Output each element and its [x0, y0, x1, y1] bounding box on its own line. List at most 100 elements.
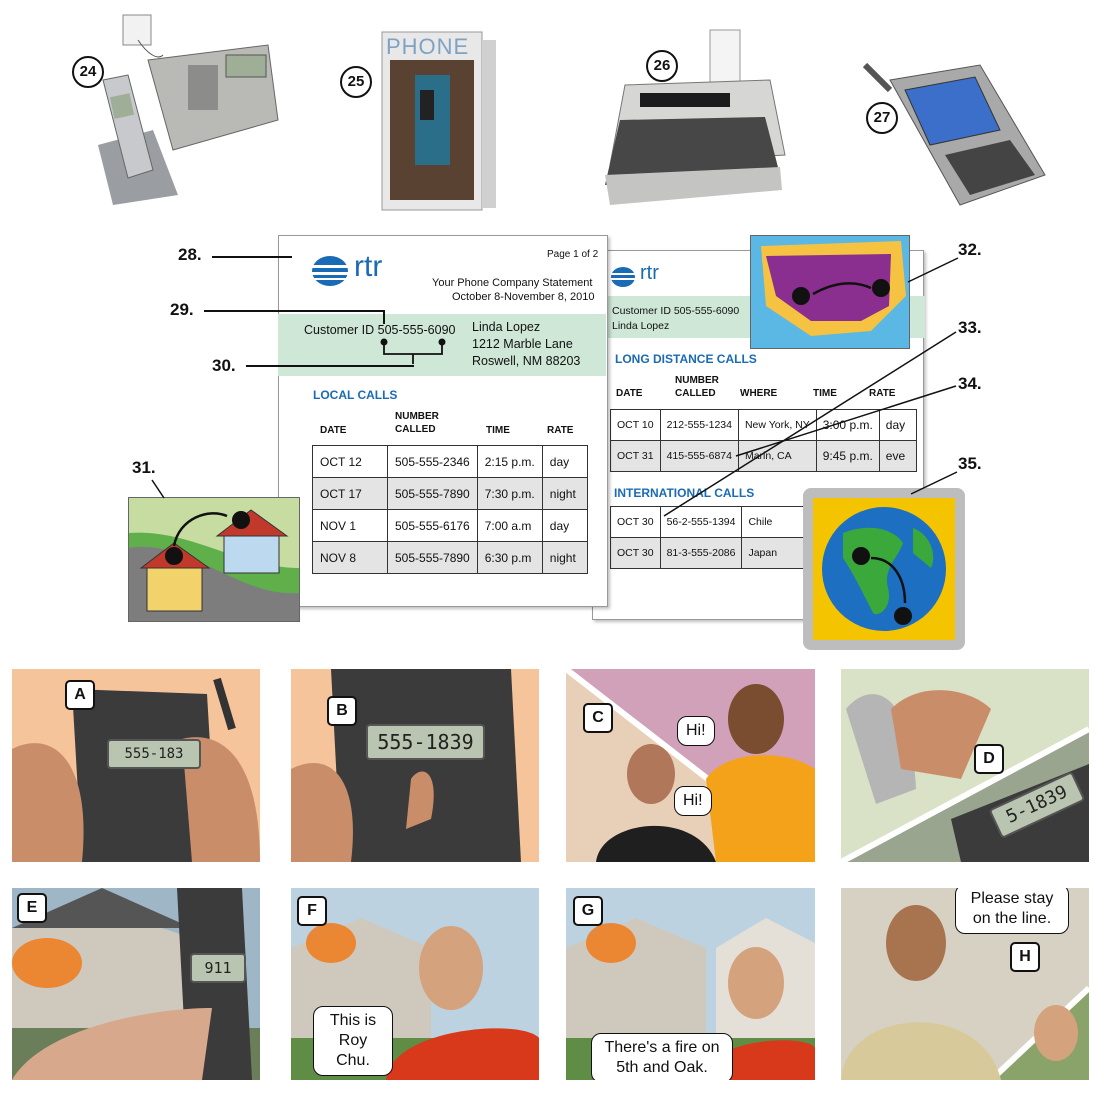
panel-g-report-fire: There's a fire on 5th and Oak.	[566, 888, 815, 1080]
panel-e-dial-911: 911	[12, 888, 260, 1080]
cell-where: Marin, CA	[737, 440, 817, 472]
phone-screen: 911	[190, 953, 246, 983]
leader-line-32	[907, 257, 959, 283]
table-row: OCT 30 56-2-555-1394 Chile	[610, 506, 816, 538]
long-distance-table: OCT 10 212-555-1234 New York, NY 3:00 p.…	[610, 409, 917, 472]
rtr-logo: rtr	[310, 250, 382, 292]
cell-rate: day	[878, 409, 917, 441]
cell-date: OCT 12	[312, 445, 388, 478]
cell-date: OCT 30	[610, 506, 661, 538]
cell-date: OCT 31	[610, 440, 661, 472]
cell-number: 56-2-555-1394	[659, 506, 743, 538]
customer-id: 505-555-6090	[377, 323, 456, 337]
speech-bubble-left: Hi!	[674, 786, 712, 816]
leader-line-34	[735, 385, 957, 457]
ld-header-number-2: CALLED	[675, 388, 716, 399]
page-indicator: Page 1 of 2	[547, 249, 599, 260]
leader-line-28	[212, 256, 292, 258]
label-35: 35.	[958, 454, 982, 473]
local-header-number: NUMBER CALLED	[395, 410, 439, 436]
customer-city: Roswell, NM 88203	[472, 354, 581, 368]
cell-number: 505-555-7890	[387, 477, 478, 510]
local-header-time: TIME	[486, 425, 510, 436]
panel-h-stay-on-line: Please stay on the line.	[841, 888, 1089, 1080]
ld-header-where: WHERE	[740, 388, 778, 399]
cell-where: New York, NY	[737, 409, 817, 441]
panel-a-dialing: 555-183	[12, 669, 260, 862]
ld-header-rate: RATE	[869, 388, 896, 399]
cell-number: 505-555-7890	[387, 541, 478, 574]
cell-date: OCT 17	[312, 477, 388, 510]
phone-screen: 555-183	[107, 739, 201, 769]
label-28: 28.	[178, 245, 202, 264]
panel-letter-c: C	[583, 703, 613, 733]
local-calls-title: LOCAL CALLS	[313, 388, 398, 402]
cell-date: NOV 8	[312, 541, 388, 574]
cell-number: 505-555-6176	[387, 509, 478, 542]
label-29: 29.	[170, 300, 194, 319]
long-distance-title: LONG DISTANCE CALLS	[615, 352, 757, 366]
ld-header-date: DATE	[616, 388, 643, 399]
long-distance-map-illustration	[750, 235, 910, 349]
leader-line-29-drop	[383, 310, 385, 324]
table-row: OCT 17 505-555-7890 7:30 p.m. night	[312, 477, 588, 510]
tty-device-illustration	[600, 25, 790, 210]
local-header-date: DATE	[320, 425, 347, 436]
item-number-27: 27	[866, 102, 898, 134]
cell-number: 415-555-6874	[659, 440, 739, 472]
item-number-24: 24	[72, 56, 104, 88]
international-globe-illustration	[803, 488, 965, 650]
international-title: INTERNATIONAL CALLS	[614, 486, 755, 500]
local-header-rate: RATE	[547, 425, 574, 436]
speech-bubble-right: Hi!	[677, 716, 715, 746]
cell-rate: eve	[878, 440, 917, 472]
leader-line-33	[663, 331, 957, 517]
table-row: OCT 30 81-3-555-2086 Japan	[610, 537, 816, 569]
panel-letter-h: H	[1010, 942, 1040, 972]
ld-header-number-1: NUMBER	[675, 375, 719, 386]
page2-name: Linda Lopez	[612, 320, 670, 332]
local-calls-table: OCT 12 505-555-2346 2:15 p.m. day OCT 17…	[312, 445, 588, 574]
cell-number: 505-555-2346	[387, 445, 478, 478]
customer-name: Linda Lopez	[472, 320, 541, 334]
local-header-number-1: NUMBER	[395, 411, 439, 422]
panel-letter-g: G	[573, 896, 603, 926]
customer-id-label: Customer ID	[304, 323, 375, 337]
item-number-25: 25	[340, 66, 372, 98]
label-34: 34.	[958, 374, 982, 393]
cell-number: 212-555-1234	[659, 409, 739, 441]
speech-bubble: There's a fire on 5th and Oak.	[591, 1033, 733, 1080]
page2-customer-id: Customer ID 505-555-6090	[612, 305, 740, 317]
cell-date: OCT 10	[610, 409, 661, 441]
phone-number-bracket	[380, 338, 446, 364]
smartphone-illustration	[860, 55, 1050, 210]
local-call-illustration	[128, 497, 300, 622]
cell-number: 81-3-555-2086	[659, 537, 743, 569]
panel-letter-f: F	[297, 896, 327, 926]
panel-d-hang-up: 5-1839	[841, 669, 1089, 862]
cell-rate: night	[541, 541, 588, 574]
cell-time: 9:45 p.m.	[815, 440, 880, 472]
item-number-26: 26	[646, 50, 678, 82]
cell-time: 7:00 a.m	[476, 509, 543, 542]
statement-title: Your Phone Company Statement	[432, 277, 593, 289]
booth-sign: PHONE	[386, 34, 470, 59]
cell-time: 2:15 p.m.	[476, 445, 543, 478]
ld-header-number: NUMBER CALLED	[675, 374, 719, 400]
label-30: 30.	[212, 356, 236, 375]
table-row: NOV 8 505-555-7890 6:30 p.m night	[312, 541, 588, 574]
cell-date: OCT 30	[610, 537, 661, 569]
label-33: 33.	[958, 318, 982, 337]
ld-header-time: TIME	[813, 388, 837, 399]
pay-phone-booth-illustration: PHONE	[380, 30, 500, 215]
page2-logo-text: rtr	[640, 262, 659, 284]
table-row: NOV 1 505-555-6176 7:00 a.m day	[312, 509, 588, 542]
panel-letter-e: E	[17, 893, 47, 923]
cell-rate: day	[541, 445, 588, 478]
cell-date: NOV 1	[312, 509, 388, 542]
statement-period: October 8-November 8, 2010	[452, 291, 595, 303]
customer-id-line: Customer ID 505-555-6090	[304, 323, 456, 337]
speech-bubble: Please stay on the line.	[955, 888, 1069, 934]
international-table: OCT 30 56-2-555-1394 Chile OCT 30 81-3-5…	[610, 506, 816, 569]
local-header-number-2: CALLED	[395, 424, 436, 435]
